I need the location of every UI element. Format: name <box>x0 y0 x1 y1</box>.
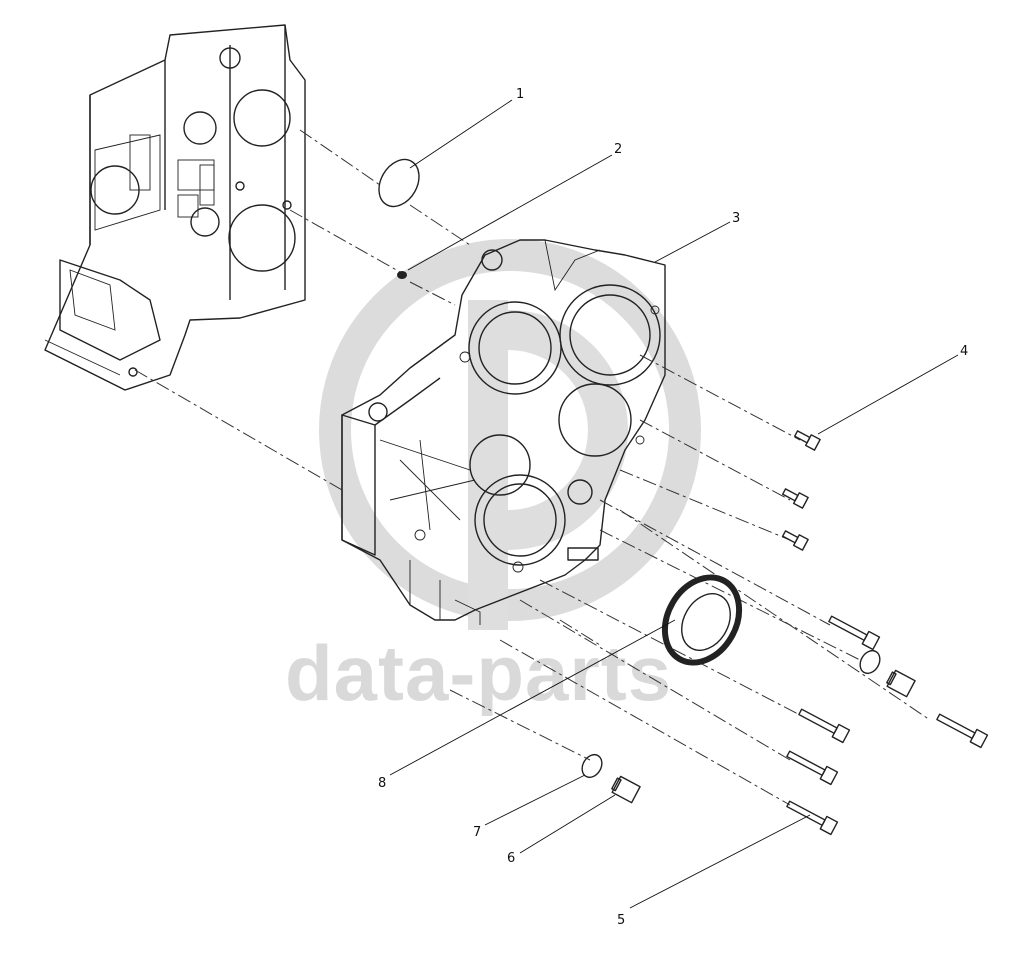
crankshaft-seal-icon <box>661 574 743 666</box>
callout-3: 3 <box>732 211 740 226</box>
callout-1: 1 <box>516 87 524 102</box>
alignment-lines <box>134 129 931 806</box>
long-bolt-icon <box>786 615 989 836</box>
callout-4: 4 <box>960 344 968 359</box>
callout-7: 7 <box>473 825 481 840</box>
watermark-text: data-parts <box>285 629 672 717</box>
sealing-ring-icon <box>581 649 881 779</box>
callout-2: 2 <box>614 142 622 157</box>
callout-6: 6 <box>507 851 515 866</box>
callout-5: 5 <box>617 913 625 928</box>
plug-icon <box>611 669 916 804</box>
dowel-pin-icon <box>397 271 407 279</box>
leader-lines <box>389 99 959 909</box>
o-ring-icon <box>378 158 420 208</box>
callout-8: 8 <box>378 776 386 791</box>
short-bolt-icon <box>781 430 821 551</box>
watermark-logo-icon <box>319 239 701 630</box>
engine-block-icon <box>44 24 306 391</box>
gear-housing-icon <box>341 239 666 625</box>
